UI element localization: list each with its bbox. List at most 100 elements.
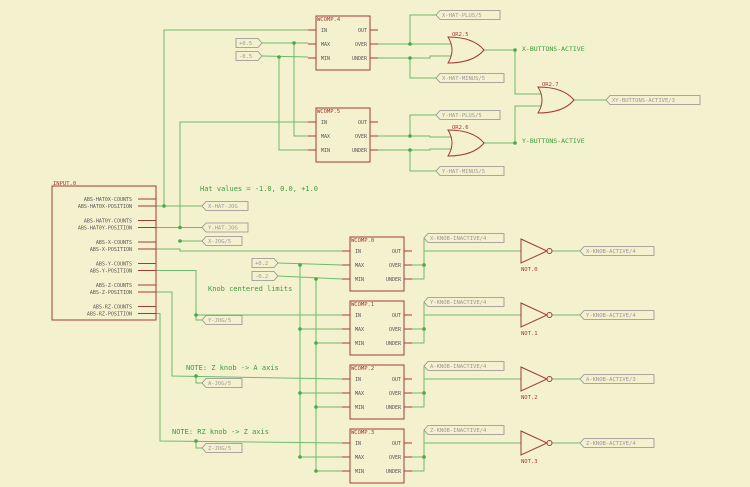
comparator-pin-min: MIN xyxy=(321,56,330,62)
hat-values-note: Hat values = -1.0, 0.0, +1.0 xyxy=(200,185,318,193)
input-pin-label: ABS-Y-COUNTS xyxy=(96,262,132,268)
knob-under-wire xyxy=(412,393,425,408)
net-flag-outline xyxy=(251,258,279,268)
y-hat-jog-flag[interactable]: Y-HAT-JOG xyxy=(201,222,249,233)
not-gate-shape xyxy=(520,302,549,328)
knob-inactive-flag-2[interactable]: A-KNOB-INACTIVE/4 xyxy=(423,361,505,371)
junction-dot xyxy=(422,263,426,267)
or-gate-xy[interactable] xyxy=(537,86,575,114)
junction-dot xyxy=(178,239,182,243)
net-flag-outline xyxy=(423,297,505,307)
knob-active-flag-0[interactable]: X-KNOB-ACTIVE/4 xyxy=(579,246,655,256)
hat-neg-y-wire xyxy=(278,57,308,151)
net-flag-label: Y-HAT-JOG xyxy=(208,226,238,232)
or6-in1 xyxy=(410,135,451,138)
wcomp-knob-1[interactable] xyxy=(342,300,412,356)
z-jog-flag[interactable]: Z-JOG/5 xyxy=(201,443,243,453)
net-flag-label: X-HAT-PLUS/5 xyxy=(442,13,482,19)
comparator-pin-out: OUT xyxy=(392,441,401,447)
knob-inactive-flag-1[interactable]: Y-KNOB-INACTIVE/4 xyxy=(423,297,505,307)
hat0y-wire xyxy=(156,121,308,228)
not-gate-bubble xyxy=(546,376,553,382)
x-hat-plus-wire xyxy=(378,14,436,45)
knob-inactive-flag-0[interactable]: X-KNOB-INACTIVE/4 xyxy=(423,233,505,243)
junction-dot xyxy=(314,277,318,281)
net-flag-label: +0.5 xyxy=(239,41,252,47)
not-gate-2[interactable] xyxy=(520,366,553,392)
x-buttons-active-label: X-BUTTONS-ACTIVE xyxy=(522,45,585,53)
wcomp-knob-3[interactable] xyxy=(342,428,412,484)
input-pin-label: ABS-HAT0Y-COUNTS xyxy=(84,219,132,225)
knob-pos-wire xyxy=(277,262,343,266)
not-gate-1[interactable] xyxy=(520,302,553,328)
junction-dot xyxy=(292,41,296,45)
knob-under-wire xyxy=(412,329,425,344)
y-axis-wire xyxy=(156,270,342,316)
comparator-pin-min: MIN xyxy=(355,405,364,411)
input-block-title: INPUT.0 xyxy=(53,181,76,187)
knob-over-wire xyxy=(412,302,425,330)
net-flag-outline xyxy=(423,233,505,243)
knob-constant-pos-flag[interactable]: +0.2 xyxy=(251,258,279,268)
comparator-pin-over: OVER xyxy=(389,391,402,397)
x-axis-wire xyxy=(156,248,342,252)
comparator-body xyxy=(315,107,371,163)
x-jog-flag[interactable]: X-JOG/5 xyxy=(201,236,243,246)
comparator-pin-under: UNDER xyxy=(386,277,402,283)
knob-under-wire xyxy=(412,457,425,472)
y-hat-minus-wire xyxy=(378,149,436,172)
y-jog-flag[interactable]: Y-JOG/5 xyxy=(201,315,243,325)
net-flag-outline xyxy=(579,438,655,448)
comparator-pin-under: UNDER xyxy=(386,469,402,475)
x-hat-minus-flag[interactable]: X-HAT-MINUS/5 xyxy=(435,73,505,83)
comparator-body xyxy=(349,364,405,420)
net-flag-outline xyxy=(435,73,505,83)
or-gate-x[interactable] xyxy=(447,36,485,64)
wcomp-hat-y[interactable] xyxy=(308,107,378,163)
knob-active-flag-1[interactable]: Y-KNOB-ACTIVE/4 xyxy=(579,310,655,320)
net-flag-outline xyxy=(579,374,655,384)
comparator-pin-min: MIN xyxy=(355,341,364,347)
not-gate-3[interactable] xyxy=(520,430,553,456)
knob-active-flag-2[interactable]: A-KNOB-ACTIVE/3 xyxy=(579,374,655,384)
knob-inactive-flag-3[interactable]: Z-KNOB-INACTIVE/4 xyxy=(423,425,505,435)
comparator-title: WCOMP.2 xyxy=(351,366,374,372)
net-flag-outline xyxy=(201,236,243,246)
junction-dot xyxy=(513,141,517,145)
y-hat-plus-flag[interactable]: Y-HAT-PLUS/5 xyxy=(435,110,501,120)
xy-buttons-active-flag[interactable]: XY-BUTTONS-ACTIVE/3 xyxy=(605,95,701,105)
hat-constant-neg-flag[interactable]: -0.5 xyxy=(235,51,263,61)
net-flag-label: X-HAT-JOG xyxy=(208,204,238,210)
x-hat-plus-flag[interactable]: X-HAT-PLUS/5 xyxy=(435,10,501,20)
junction-dot xyxy=(408,42,412,46)
hat-constant-pos-flag[interactable]: +0.5 xyxy=(235,38,263,48)
wcomp-knob-0[interactable] xyxy=(342,236,412,292)
comparator-pin-min: MIN xyxy=(355,469,364,475)
comparator-title: WCOMP.5 xyxy=(317,109,340,115)
net-flag-label: Z-KNOB-INACTIVE/4 xyxy=(430,428,487,434)
or-gate-y[interactable] xyxy=(447,129,485,157)
junction-dot xyxy=(422,327,426,331)
wcomp-hat-x[interactable] xyxy=(308,15,378,71)
y-hat-minus-flag[interactable]: Y-HAT-MINUS/5 xyxy=(435,166,505,176)
net-flag-outline xyxy=(201,222,249,233)
y-hat-plus-wire xyxy=(378,114,436,137)
comparator-body xyxy=(349,428,405,484)
net-flag-label: A-JOG/5 xyxy=(208,381,231,387)
junction-dot xyxy=(422,391,426,395)
wcomp-knob-2[interactable] xyxy=(342,364,412,420)
input-block[interactable] xyxy=(51,185,157,321)
a-jog-flag[interactable]: A-JOG/5 xyxy=(201,378,243,388)
knob-over-wire xyxy=(412,238,425,266)
comparator-pin-max: MAX xyxy=(355,391,364,397)
not-gate-0[interactable] xyxy=(520,238,553,264)
knob-neg-wire xyxy=(277,275,343,280)
comparator-title: WCOMP.3 xyxy=(351,430,374,436)
junction-dot xyxy=(314,469,318,473)
z-jog-wire xyxy=(195,441,204,449)
x-hat-jog-flag[interactable]: X-HAT-JOG xyxy=(201,201,249,211)
or-gate-title: OR2.7 xyxy=(542,82,559,88)
knob-constant-neg-flag[interactable]: -0.2 xyxy=(251,271,279,281)
net-flag-label: Z-JOG/5 xyxy=(208,446,231,452)
knob-active-flag-3[interactable]: Z-KNOB-ACTIVE/4 xyxy=(579,438,655,448)
